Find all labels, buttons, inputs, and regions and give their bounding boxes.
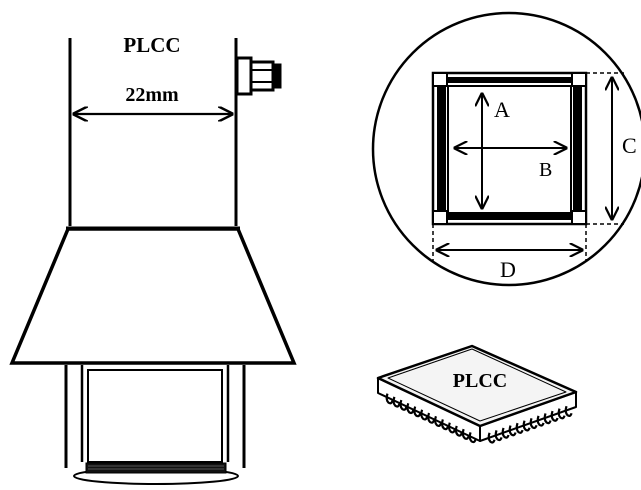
chip-lead bbox=[413, 406, 422, 418]
chip-lead bbox=[454, 425, 463, 437]
chip-lead bbox=[420, 409, 429, 421]
nozzle-tip-pad bbox=[85, 462, 227, 474]
chip-lead bbox=[447, 422, 456, 434]
nozzle-type-label: PLCC bbox=[123, 33, 180, 57]
dimension-d-label: D bbox=[500, 257, 516, 282]
chip-lead bbox=[434, 415, 442, 427]
chip-lead bbox=[550, 410, 559, 422]
chip-lead bbox=[427, 412, 436, 424]
chip-lead bbox=[468, 432, 477, 444]
chip-lead bbox=[543, 413, 552, 425]
nozzle-cone bbox=[9, 227, 297, 365]
nozzle-inner-box bbox=[87, 369, 223, 463]
chip-lead bbox=[529, 417, 538, 430]
chip-lead bbox=[557, 408, 566, 420]
chip-lead bbox=[461, 428, 470, 440]
dimension-b-label: B bbox=[539, 159, 552, 181]
frame-inner bbox=[447, 85, 572, 214]
frame-outer bbox=[431, 71, 588, 226]
chip-lead bbox=[385, 393, 394, 405]
chip-lead bbox=[487, 432, 496, 444]
set-screw bbox=[235, 56, 282, 96]
nozzle-assembly bbox=[9, 38, 297, 485]
chip-lead bbox=[501, 427, 510, 439]
chip-lead bbox=[515, 422, 524, 434]
chip-leads-right bbox=[487, 405, 573, 444]
chip-lead bbox=[564, 405, 573, 417]
plcc-chip bbox=[376, 344, 578, 444]
nozzle-width-label: 22mm bbox=[125, 84, 179, 106]
chip-lead bbox=[399, 399, 408, 411]
chip-top-face bbox=[376, 344, 578, 428]
chip-lead bbox=[508, 425, 517, 437]
chip-lead bbox=[392, 396, 401, 408]
dimension-c-label: C bbox=[622, 133, 637, 158]
dimension-a-label: A bbox=[494, 97, 510, 122]
detail-view bbox=[371, 11, 641, 287]
chip-lead bbox=[522, 420, 531, 432]
chip-lead bbox=[440, 419, 449, 431]
chip-leads-left bbox=[385, 393, 477, 444]
chip-label: PLCC bbox=[453, 370, 507, 392]
chip-lead bbox=[406, 402, 415, 415]
chip-lead bbox=[494, 430, 503, 442]
chip-lead bbox=[536, 415, 545, 427]
